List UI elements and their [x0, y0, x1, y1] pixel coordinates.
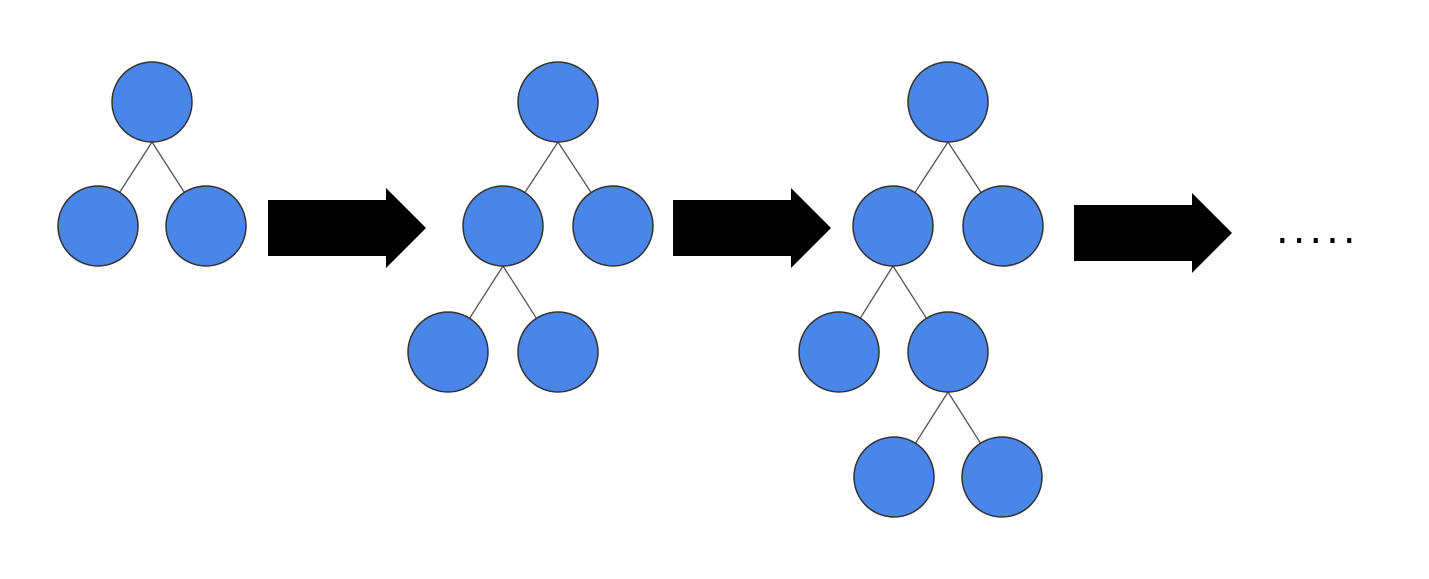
tree-node [961, 436, 1043, 518]
continuation-ellipsis: ..... [1276, 207, 1360, 253]
arrow-2 [673, 188, 831, 268]
tree-node [462, 185, 544, 267]
arrow-1 [268, 188, 426, 268]
tree-edge [859, 265, 894, 319]
tree-node [57, 185, 139, 267]
tree-node [517, 61, 599, 143]
tree-node [798, 311, 880, 393]
tree-edge [502, 265, 537, 319]
tree-edge [469, 265, 504, 319]
tree-node [962, 185, 1044, 267]
tree-node [572, 185, 654, 267]
tree-edge [557, 141, 592, 193]
tree-stage-2 [407, 61, 654, 393]
tree-edge [947, 141, 982, 193]
arrows-layer [268, 188, 1232, 273]
tree-node [853, 436, 935, 518]
stages-layer [57, 61, 1044, 518]
tree-edge [914, 391, 949, 444]
arrow-3 [1074, 193, 1232, 273]
tree-stage-1 [57, 61, 247, 267]
tree-node [407, 311, 489, 393]
tree-node [852, 185, 934, 267]
tree-edge [524, 141, 559, 193]
tree-node [517, 311, 599, 393]
tree-edge [914, 141, 949, 193]
tree-node [165, 185, 247, 267]
tree-edge [892, 265, 927, 319]
tree-node [907, 311, 989, 393]
tree-edge [151, 141, 185, 193]
tree-edge [119, 141, 153, 193]
tree-edge [947, 391, 982, 444]
tree-stage-3 [798, 61, 1044, 518]
tree-node [111, 61, 193, 143]
tree-node [907, 61, 989, 143]
